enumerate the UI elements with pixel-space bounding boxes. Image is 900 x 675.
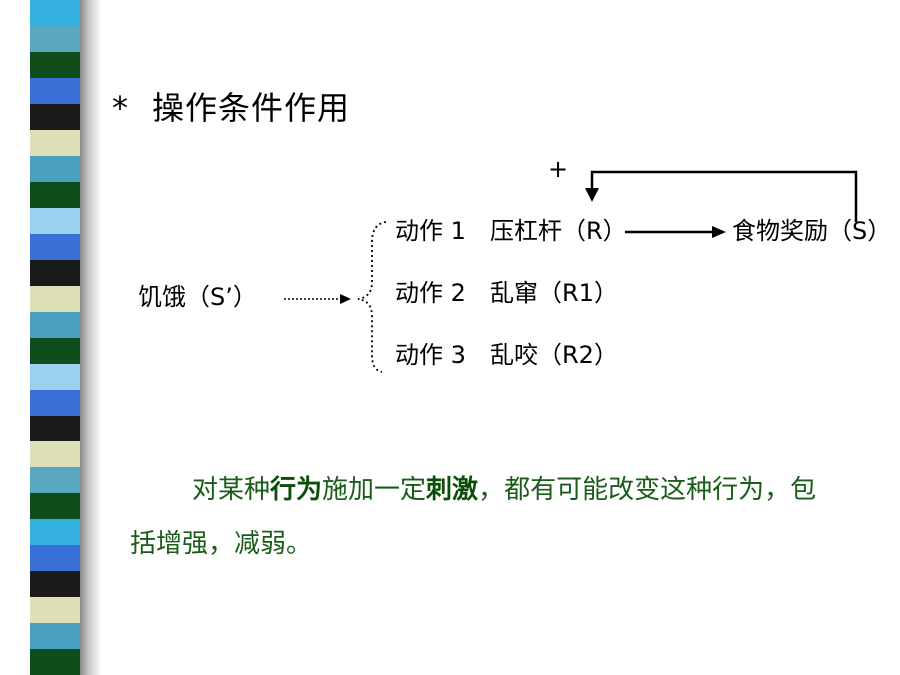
action2-description: 乱窜（R1） — [490, 279, 618, 307]
action1-label: 动作 1 — [395, 217, 466, 245]
action-brace — [357, 221, 387, 373]
stripe-block — [30, 103, 80, 130]
feedback-loop-line — [590, 170, 858, 222]
stripe-block — [30, 363, 80, 390]
stripe-block — [30, 467, 80, 494]
stripe-block — [30, 25, 80, 52]
stimulus-arrowhead — [340, 294, 351, 304]
paragraph-part3: ，都有可能改变这种行为，包括增强，减弱。 — [130, 475, 817, 559]
stripe-block — [30, 311, 80, 338]
stripe-block — [30, 571, 80, 598]
stripe-block — [30, 233, 80, 260]
action1-description: 压杠杆（R） — [490, 217, 627, 245]
reward-label: 食物奖励（S） — [732, 217, 892, 245]
stripe-block — [30, 285, 80, 312]
diagram-lines — [284, 170, 858, 373]
feedback-arrowhead — [585, 188, 599, 202]
stripe-block — [30, 649, 80, 675]
stimulus-label: 饥饿（S’） — [138, 283, 257, 311]
stripe-block — [30, 155, 80, 182]
reward-arrowhead — [712, 226, 726, 238]
title-text: 操作条件作用 — [152, 89, 351, 127]
stripe-block — [30, 0, 80, 26]
stripe-block — [30, 493, 80, 520]
body-paragraph: 对某种行为施加一定刺激，都有可能改变这种行为，包括增强，减弱。 — [130, 463, 830, 571]
action3-label: 动作 3 — [395, 341, 466, 369]
conditioning-diagram: + 动作 1 压杠杆（R） 食物奖励（S） 饥饿（S’） 动作 2 乱窜（R1）… — [120, 150, 900, 390]
plus-sign: + — [548, 155, 569, 183]
stripe-block — [30, 77, 80, 104]
stripe-block — [30, 51, 80, 78]
stripe-block — [30, 259, 80, 286]
paragraph-part2: 施加一定 — [322, 475, 427, 505]
paragraph-bold-behavior: 行为 — [270, 475, 323, 505]
stripe-block — [30, 129, 80, 156]
stripe-block — [30, 441, 80, 468]
stripe-block — [30, 337, 80, 364]
bullet-icon: * — [112, 89, 129, 127]
stripe-block — [30, 207, 80, 234]
stripe-block — [30, 545, 80, 572]
stripe-block — [30, 623, 80, 650]
stripe-shadow — [80, 0, 102, 675]
paragraph-part1: 对某种 — [192, 475, 271, 505]
stripe-block — [30, 415, 80, 442]
action3-description: 乱咬（R2） — [490, 341, 618, 369]
slide-title: * 操作条件作用 — [112, 86, 350, 130]
stripe-block — [30, 181, 80, 208]
decorative-stripe — [30, 0, 80, 675]
action2-label: 动作 2 — [395, 279, 466, 307]
stripe-block — [30, 597, 80, 624]
stripe-block — [30, 389, 80, 416]
paragraph-bold-stimulus: 刺激 — [426, 475, 479, 505]
stripe-block — [30, 519, 80, 546]
